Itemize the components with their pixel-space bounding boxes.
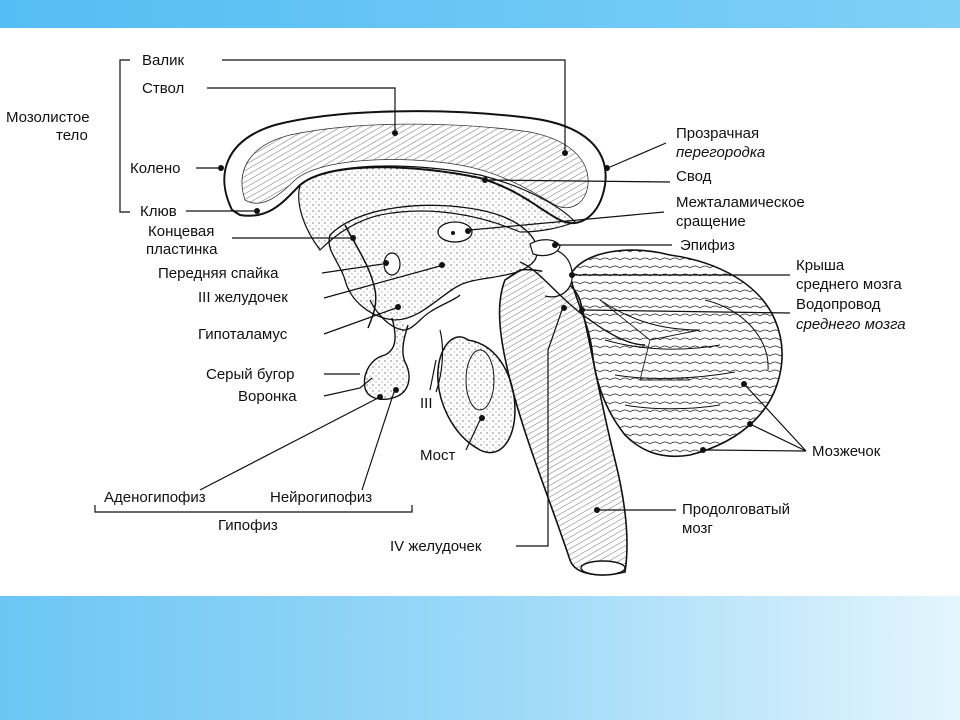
label-voronka: Воронка — [238, 388, 297, 405]
label-klyuv: Клюв — [140, 203, 177, 220]
label-stvol: Ствол — [142, 80, 184, 97]
label-prodolgovatyy-2: мозг — [682, 520, 713, 537]
label-adenogipofiz: Аденогипофиз — [104, 489, 206, 506]
label-mezhtalamicheskoe-2: сращение — [676, 213, 746, 230]
cerebellum — [569, 249, 783, 458]
label-most: Мост — [420, 447, 456, 464]
label-vodoprovod-1: Водопровод — [796, 296, 881, 313]
label-svod: Свод — [676, 168, 712, 185]
label-epifiz: Эпифиз — [680, 237, 735, 254]
label-vodoprovod-2: среднего мозга — [796, 316, 906, 333]
label-mezhtalamicheskoe-1: Межталамическое — [676, 194, 805, 211]
label-koleno: Колено — [130, 160, 180, 177]
label-prozrachnaya-2: перегородка — [676, 144, 765, 161]
top-accent-band — [0, 0, 960, 28]
label-krysha-2: среднего мозга — [796, 276, 902, 293]
hypothalamus — [369, 294, 461, 331]
label-iv-zheludochek: IV желудочек — [390, 538, 482, 555]
label-mozolistoe-2: тело — [56, 127, 88, 144]
label-mozzhechok: Мозжечок — [812, 443, 881, 460]
label-iii-nerve: III — [420, 395, 433, 412]
label-prodolgovatyy-1: Продолговатый — [682, 501, 790, 518]
bottom-accent-band — [0, 596, 960, 720]
label-krysha-1: Крыша — [796, 257, 845, 274]
label-gipotalamus: Гипоталамус — [198, 326, 288, 343]
thalamus — [328, 204, 538, 321]
label-valik: Валик — [142, 52, 184, 69]
label-koncevaya-1: Концевая — [148, 223, 214, 240]
label-iii-zheludochek: III желудочек — [198, 289, 288, 306]
label-perednyaya-spayka: Передняя спайка — [158, 265, 279, 282]
brain-sagittal-diagram: Валик Ствол Мозолистое тело Колено Клюв … — [6, 52, 906, 576]
label-seryy-bugor: Серый бугор — [206, 366, 294, 383]
label-mozolistoe-1: Мозолистое — [6, 109, 90, 126]
label-koncevaya-2: пластинка — [146, 241, 218, 258]
label-prozrachnaya-1: Прозрачная — [676, 125, 759, 142]
diagram-area: Валик Ствол Мозолистое тело Колено Клюв … — [0, 28, 960, 596]
label-neyrogipofiz: Нейрогипофиз — [270, 489, 372, 506]
label-gipofiz: Гипофиз — [218, 517, 278, 534]
